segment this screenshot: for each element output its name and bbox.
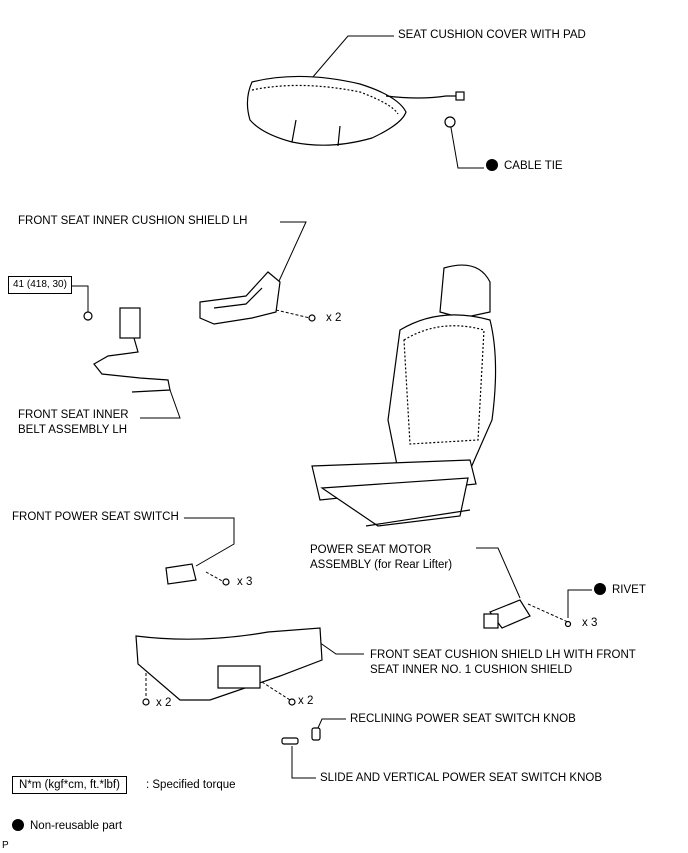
qty-cushion-left: x 2 bbox=[156, 697, 172, 709]
label-cushion-shield-line1: FRONT SEAT CUSHION SHIELD LH WITH FRONT bbox=[370, 649, 636, 661]
label-inner-belt-line1: FRONT SEAT INNER bbox=[18, 409, 129, 421]
label-rivet: RIVET bbox=[594, 583, 646, 598]
label-motor: POWER SEAT MOTOR ASSEMBLY (for Rear Lift… bbox=[310, 543, 452, 573]
leader-power-seat-switch bbox=[184, 517, 235, 567]
label-cable-tie-text: CABLE TIE bbox=[504, 160, 563, 172]
leader-rivet bbox=[567, 589, 592, 618]
seat-cushion-cover-part bbox=[246, 75, 465, 147]
leader-cushion-shield bbox=[315, 639, 364, 655]
label-motor-line1: POWER SEAT MOTOR bbox=[310, 544, 432, 556]
label-inner-cushion-shield: FRONT SEAT INNER CUSHION SHIELD LH bbox=[18, 215, 248, 227]
seat-assembly-part bbox=[311, 264, 497, 527]
leader-reclining-knob bbox=[317, 718, 346, 729]
label-slide-knob: SLIDE AND VERTICAL POWER SEAT SWITCH KNO… bbox=[320, 772, 603, 784]
label-power-seat-switch: FRONT POWER SEAT SWITCH bbox=[12, 511, 179, 523]
label-cable-tie: CABLE TIE bbox=[486, 159, 563, 174]
label-reclining-knob: RECLINING POWER SEAT SWITCH KNOB bbox=[350, 713, 576, 725]
label-inner-belt-line2: BELT ASSEMBLY LH bbox=[18, 424, 128, 436]
leader-cable-tie bbox=[449, 121, 484, 169]
qty-shield-bolt: x 2 bbox=[326, 312, 342, 324]
qty-rivet: x 3 bbox=[582, 617, 598, 629]
qty-cushion-right: x 2 bbox=[298, 695, 314, 707]
knob-parts bbox=[281, 727, 321, 745]
leader-inner-cushion-shield bbox=[273, 221, 307, 293]
leader-slide-knob bbox=[291, 746, 316, 779]
cushion-shield-part bbox=[135, 627, 323, 706]
legend-non-reusable: Non-reusable part bbox=[12, 819, 122, 834]
label-seat-cushion-cover: SEAT CUSHION COVER WITH PAD bbox=[398, 29, 586, 41]
qty-switch-screw: x 3 bbox=[237, 576, 253, 588]
label-rivet-text: RIVET bbox=[612, 584, 646, 596]
motor-part bbox=[483, 599, 572, 629]
leader-seat-cushion-cover bbox=[311, 35, 394, 79]
torque-box: 41 (418, 30) bbox=[8, 276, 72, 294]
legend-torque-desc: : Specified torque bbox=[146, 779, 236, 791]
legend-non-reusable-text: Non-reusable part bbox=[30, 820, 123, 832]
non-reusable-dot-icon bbox=[486, 159, 498, 171]
legend-torque-units: N*m (kgf*cm, ft.*lbf) bbox=[12, 776, 127, 794]
label-cushion-shield-line2: SEAT INNER NO. 1 CUSHION SHIELD bbox=[370, 664, 573, 676]
label-inner-belt: FRONT SEAT INNER BELT ASSEMBLY LH bbox=[18, 408, 129, 438]
leader-motor bbox=[476, 547, 521, 599]
leader-inner-belt bbox=[140, 389, 181, 419]
leader-torque bbox=[72, 285, 89, 312]
label-cushion-shield: FRONT SEAT CUSHION SHIELD LH WITH FRONT … bbox=[370, 648, 636, 678]
non-reusable-dot-icon bbox=[12, 819, 24, 831]
label-motor-line2: ASSEMBLY (for Rear Lifter) bbox=[310, 559, 453, 571]
inner-cushion-shield-part bbox=[199, 271, 316, 325]
non-reusable-dot-icon bbox=[594, 583, 606, 595]
inner-belt-part bbox=[83, 307, 171, 393]
power-seat-switch-part bbox=[165, 563, 230, 586]
corner-mark: P bbox=[2, 840, 9, 851]
